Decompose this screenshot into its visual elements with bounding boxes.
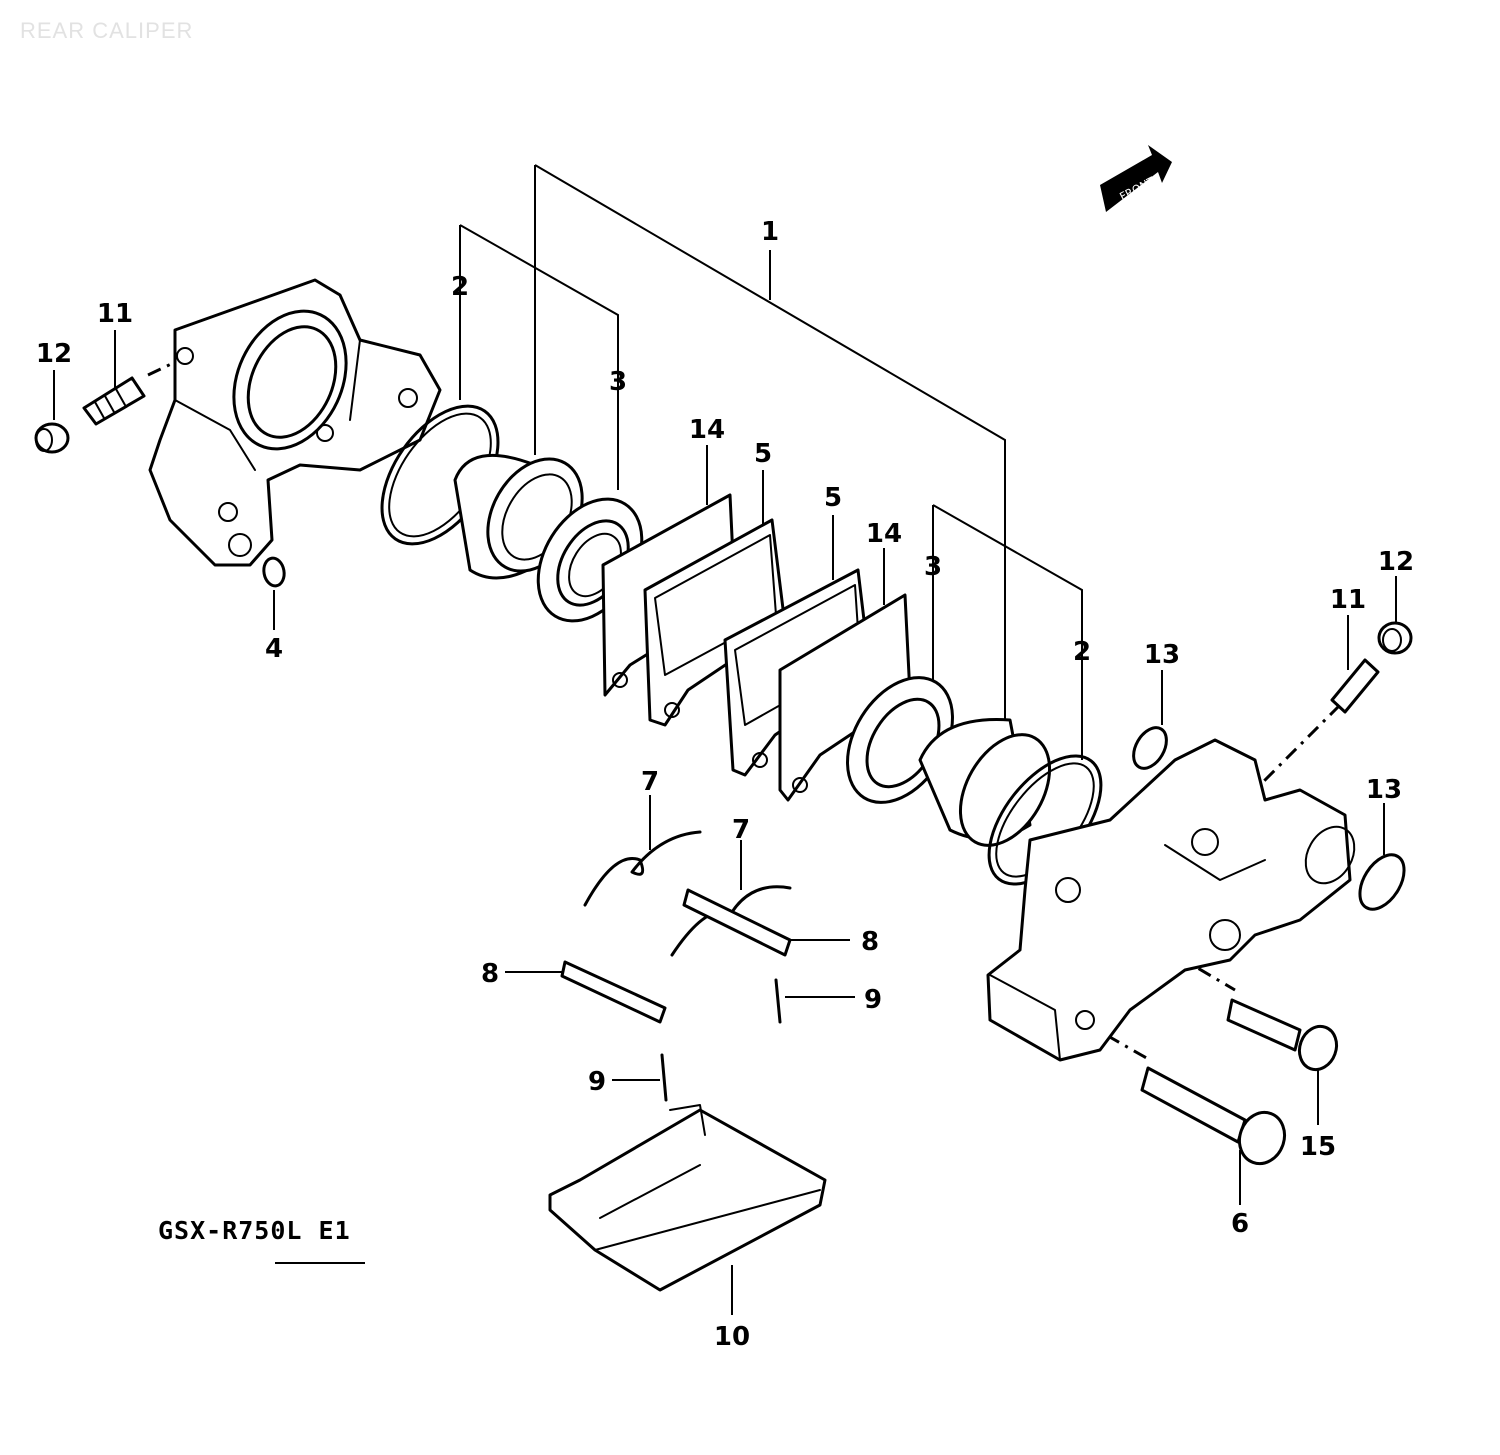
pad-pin-8-right [682,888,792,957]
callout-15: 15 [1300,1132,1336,1162]
callout-14-right: 14 [866,519,902,549]
callout-13-lower: 13 [1366,775,1402,805]
model-label-underline [275,1262,365,1264]
pin-clip-9-left [660,1053,668,1102]
right-piston-group [846,676,1103,886]
callout-2-right: 2 [1073,637,1091,667]
callout-3-left: 3 [609,367,627,397]
front-arrow-icon: FRONT [1100,145,1172,212]
callout-1: 1 [761,217,779,247]
page-watermark: REAR CALIPER [20,18,194,43]
o-ring-13-lower [1358,853,1406,911]
callout-6: 6 [1231,1209,1249,1239]
callout-5-right: 5 [824,483,842,513]
callout-5-left: 5 [754,439,772,469]
callout-2-left: 2 [451,272,469,302]
callout-12-left: 12 [36,339,72,369]
model-code-label: GSX-R750L E1 [158,1216,351,1245]
caliper-bolt-6 [1140,1066,1287,1166]
bleeder-valve-right [1330,658,1380,714]
callout-9-left: 9 [588,1067,606,1097]
left-piston-group [380,404,644,623]
caliper-bolt-15 [1226,998,1339,1072]
callout-10: 10 [714,1322,750,1352]
callout-8-right: 8 [861,927,879,957]
pad-cover-10 [548,1104,827,1292]
callout-labels: 1 2 2 3 3 4 5 5 6 7 7 8 8 9 9 10 11 11 1… [36,217,1414,1352]
callout-12-right: 12 [1378,547,1414,577]
pad-pin-8-left [560,960,667,1024]
callout-3-right: 3 [924,552,942,582]
callout-9-right: 9 [864,985,882,1015]
callout-8-left: 8 [481,959,499,989]
callout-7-a: 7 [641,767,659,797]
pin-clip-9-right [774,978,782,1024]
bleeder-valve-left [82,376,146,426]
o-ring-13-upper [1132,726,1168,770]
callout-14-left: 14 [689,415,725,445]
callout-4: 4 [265,634,283,664]
callout-13-upper: 13 [1144,640,1180,670]
callout-11-left: 11 [97,299,133,329]
bleeder-cap-right [1377,621,1413,655]
right-caliper-housing [986,738,1356,1062]
callout-11-right: 11 [1330,585,1366,615]
pad-shim-right [778,593,912,802]
pad-spring-7a [583,830,702,907]
o-ring-4 [262,556,286,588]
left-caliper-housing [148,278,442,567]
callout-7-b: 7 [732,815,750,845]
bleeder-cap-left [34,422,70,454]
